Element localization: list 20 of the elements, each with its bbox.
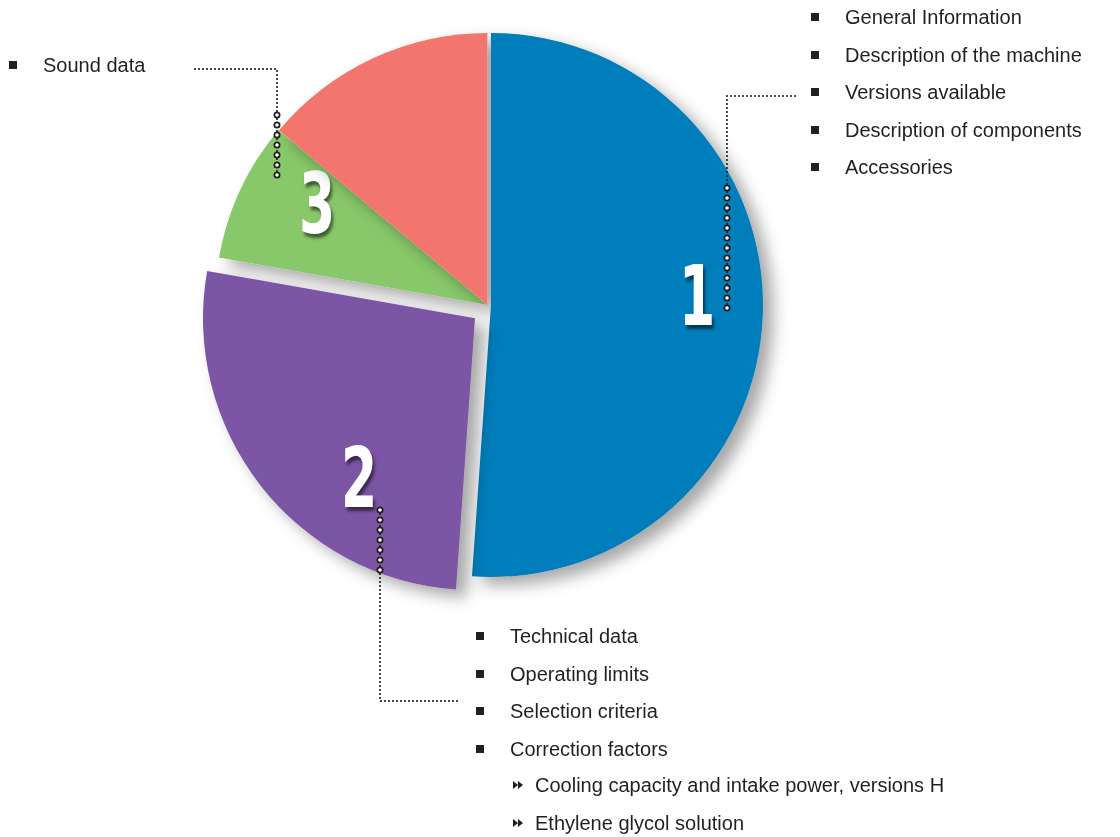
list-item: Ethylene glycol solution xyxy=(535,811,744,835)
slice-number: 3 xyxy=(299,162,336,246)
list-item: Operating limits xyxy=(510,661,649,686)
pie-slice xyxy=(472,33,763,577)
leader-line xyxy=(723,94,799,312)
list-item: Versions available xyxy=(845,80,1007,104)
slice-number: 1 xyxy=(679,254,716,338)
pie-slice xyxy=(278,33,487,305)
list-item: Selection criteria xyxy=(510,699,658,723)
list-item: Description of components xyxy=(845,117,1082,142)
list-item: Correction factors xyxy=(510,736,668,761)
list-item: Description of the machine xyxy=(845,42,1082,67)
leader-line xyxy=(191,67,281,179)
list-item: Technical data xyxy=(510,624,638,648)
list-item: Accessories xyxy=(845,155,953,179)
list-item: Cooling capacity and intake power, versions H xyxy=(535,773,945,797)
pie-slice xyxy=(203,270,475,590)
list-item: General Information xyxy=(845,5,1022,29)
list-item: Sound data xyxy=(43,53,146,77)
slice-number: 2 xyxy=(341,436,378,520)
